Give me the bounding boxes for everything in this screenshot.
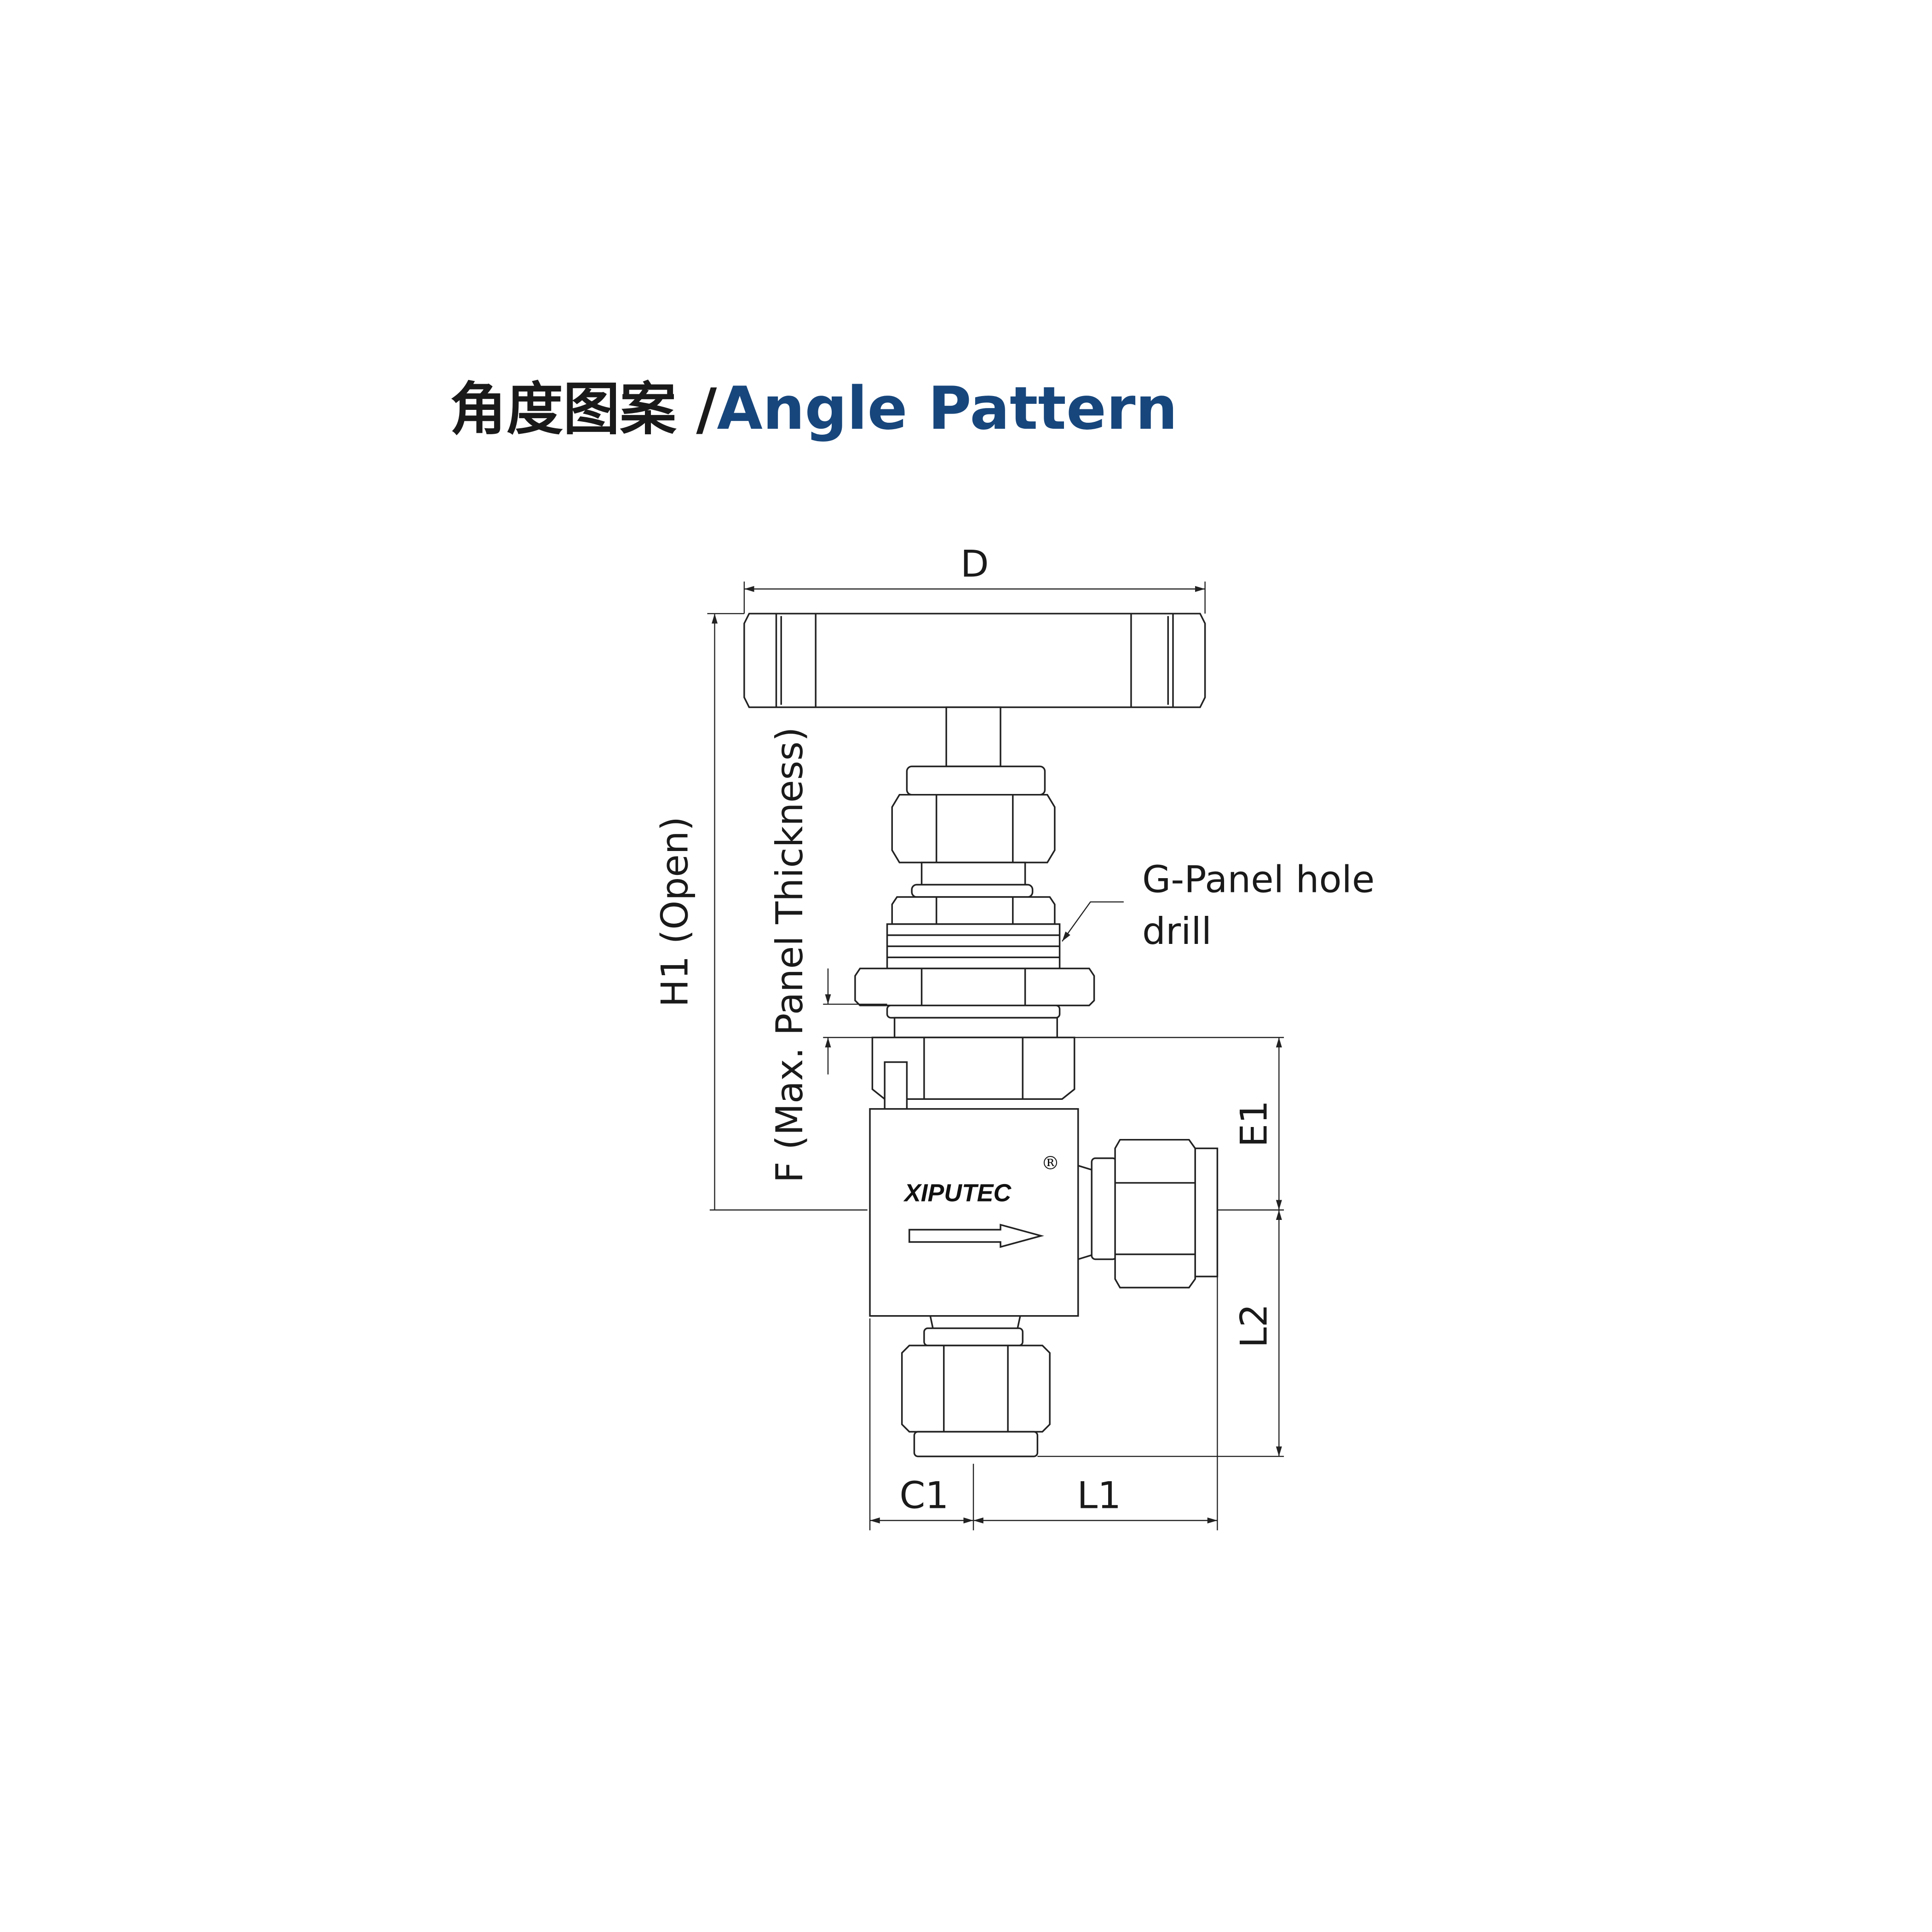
lock-nut	[891, 896, 1056, 925]
dimension-label-c1: C1	[899, 1474, 949, 1517]
dimension-label-g-line2: drill	[1142, 909, 1212, 953]
title-english: Angle Pattern	[717, 374, 1178, 443]
outlet-fitting	[1078, 1138, 1219, 1288]
dimension-label-g-line1: G-Panel hole	[1142, 857, 1374, 901]
title-chinese: 角度图案	[450, 377, 677, 443]
stem	[945, 706, 1001, 767]
packing-cap	[906, 765, 1046, 796]
brand-logo: XIPUTEC	[903, 1180, 1012, 1207]
t-handle	[743, 613, 1206, 708]
dimension-label-l2: L2	[1232, 1304, 1276, 1348]
inlet-fitting	[901, 1316, 1051, 1457]
page-title: 角度图案 /Angle Pattern	[450, 374, 1178, 443]
dimension-lines	[707, 581, 1284, 1530]
dimension-label-h1: H1 (Open)	[653, 816, 696, 1007]
flow-arrow-icon	[908, 1224, 1045, 1248]
title-separator: /	[676, 377, 717, 443]
valve-drawing: XIPUTEC ®	[743, 613, 1219, 1457]
panel-nut	[854, 967, 1095, 1006]
dimension-label-l1: L1	[1077, 1474, 1121, 1517]
lock-pin	[884, 1061, 908, 1110]
dimension-label-d: D	[960, 542, 989, 586]
valve-body	[869, 1108, 1079, 1317]
panel-thread	[886, 923, 1061, 970]
thread	[911, 884, 1034, 898]
dimension-label-e1: E1	[1232, 1100, 1276, 1147]
packing-nut	[891, 794, 1056, 863]
registered-mark: ®	[1041, 1153, 1059, 1174]
dimension-label-f: F (Max. Panel Thickness)	[768, 727, 811, 1183]
